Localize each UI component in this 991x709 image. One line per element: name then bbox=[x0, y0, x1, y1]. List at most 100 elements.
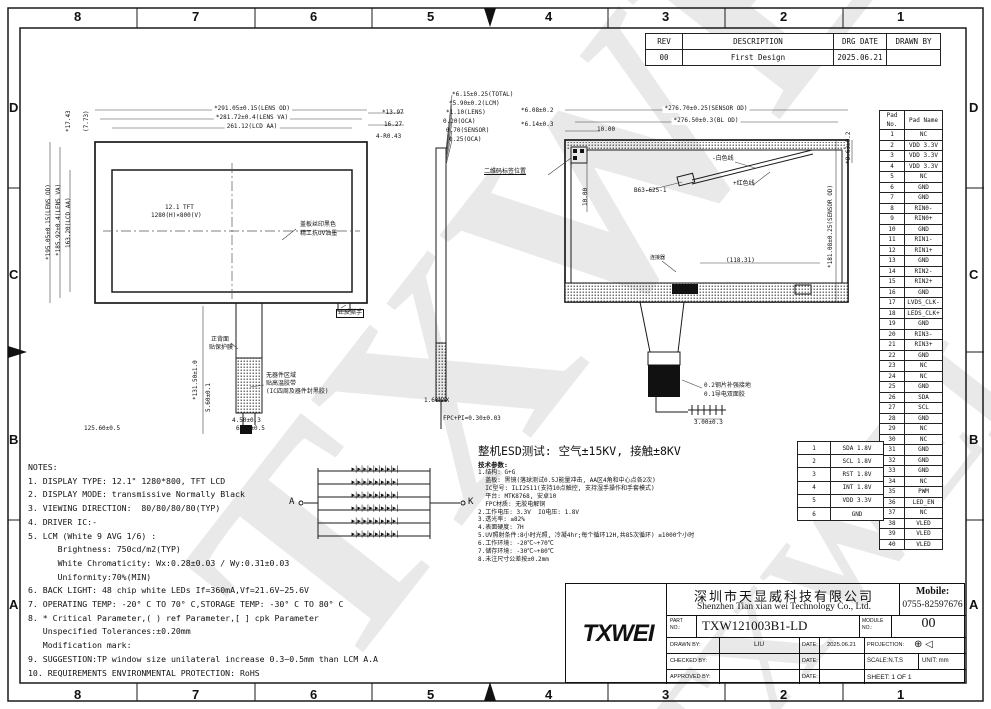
grid-label-top: 6 bbox=[310, 9, 318, 24]
sheet-label: SHEET: 1 OF 1 bbox=[867, 674, 912, 681]
grid-label-right: C bbox=[969, 267, 979, 282]
annotation: *276.50±0.3(BL OD) bbox=[671, 117, 741, 125]
mobile-label: Mobile: bbox=[915, 586, 950, 597]
projection-icon: ⊕ ◁ bbox=[914, 639, 933, 650]
annotation: *17.43 bbox=[65, 110, 72, 132]
annotation: 16.27 bbox=[384, 121, 403, 128]
led-row: ▸|▸|▸|▸|▸|▸|▸|▸| bbox=[351, 517, 399, 525]
led-row: ▸|▸|▸|▸|▸|▸|▸|▸| bbox=[351, 465, 399, 473]
tech-params-subtitle: 技术参数: bbox=[478, 461, 508, 469]
scale-label: SCALE:N.T.S bbox=[867, 658, 904, 664]
part-no-value: TXW121003B1-LD bbox=[702, 618, 808, 633]
rear-view bbox=[547, 109, 853, 420]
annotation: 0.20(OCA) bbox=[443, 118, 476, 125]
annotation: 0.2钢片补强接地 bbox=[704, 382, 751, 389]
sheet-border bbox=[7, 7, 984, 702]
annotation: *6.14±0.3 bbox=[521, 121, 554, 128]
led-row: ▸|▸|▸|▸|▸|▸|▸|▸| bbox=[351, 530, 399, 538]
drawn-by-value: LIU bbox=[753, 641, 765, 648]
annotation: *276.70±0.25(SENSOR OD) bbox=[662, 105, 750, 113]
annotation: K bbox=[468, 497, 474, 507]
grid-label-left: A bbox=[9, 597, 19, 612]
annotation: *13.97 bbox=[382, 109, 404, 116]
annotation: (7.73) bbox=[83, 110, 90, 132]
grid-label-bottom: 2 bbox=[780, 687, 788, 702]
projection-label: PROJECTION: bbox=[867, 642, 904, 648]
grid-label-top: 8 bbox=[74, 9, 82, 24]
grid-label-top: 2 bbox=[780, 9, 788, 24]
mobile-number: 0755-82597676 bbox=[902, 600, 963, 610]
module-no-value: 00 bbox=[921, 616, 936, 631]
company-name-en: Shenzhen Tian xian wei Technology Co., L… bbox=[696, 602, 872, 612]
annotation: *131.50±1.0 bbox=[192, 360, 199, 400]
grid-label-bottom: 4 bbox=[545, 687, 553, 702]
unit-label: UNIT: mm bbox=[922, 658, 949, 664]
grid-label-right: B bbox=[969, 432, 979, 447]
annotation: 10.00 bbox=[597, 126, 616, 133]
grid-label-bottom: 3 bbox=[662, 687, 670, 702]
annotation: FPC+PI=0.30±0.03 bbox=[443, 415, 501, 422]
annotation: 精工抗UV油墨 bbox=[300, 230, 338, 237]
annotation: 1280(H)×800(V) bbox=[151, 212, 202, 219]
module-no-label: MODULE NO.: bbox=[862, 618, 884, 631]
date-label-3: DATE: bbox=[802, 674, 818, 680]
annotation: *195.05±0.15(LENS OD) bbox=[45, 184, 52, 260]
annotation: 0.70(SENSOR) bbox=[446, 127, 490, 134]
annotation: 4-R0.43 bbox=[376, 133, 402, 140]
annotation: *8.63±0.2 bbox=[845, 131, 852, 164]
grid-label-top: 5 bbox=[427, 9, 435, 24]
grid-label-left: B bbox=[9, 432, 19, 447]
date-label-2: DATE: bbox=[802, 658, 818, 664]
annotation: B63-625-1 bbox=[634, 187, 667, 194]
grid-label-right: A bbox=[969, 597, 979, 612]
annotation: 二维码标签位置 bbox=[484, 168, 527, 175]
annotation: *291.05±0.15(LENS OD) bbox=[212, 105, 292, 113]
annotation: 正反撕手 bbox=[336, 309, 365, 318]
center-mark-bottom bbox=[484, 682, 496, 701]
annotation: 1.60MAX bbox=[424, 397, 450, 404]
annotation: 261.12(LCD AA) bbox=[224, 123, 280, 131]
annotation: 正背面 bbox=[211, 336, 230, 343]
side-view bbox=[435, 94, 453, 429]
annotation: 0.25(OCA) bbox=[449, 136, 482, 143]
front-view bbox=[49, 109, 404, 434]
grid-label-bottom: 8 bbox=[74, 687, 82, 702]
company-logo: TXWEI bbox=[582, 620, 655, 647]
drawn-by-label: DRAWN BY: bbox=[670, 642, 701, 648]
approved-by-label: APPROVED BY: bbox=[670, 674, 711, 680]
